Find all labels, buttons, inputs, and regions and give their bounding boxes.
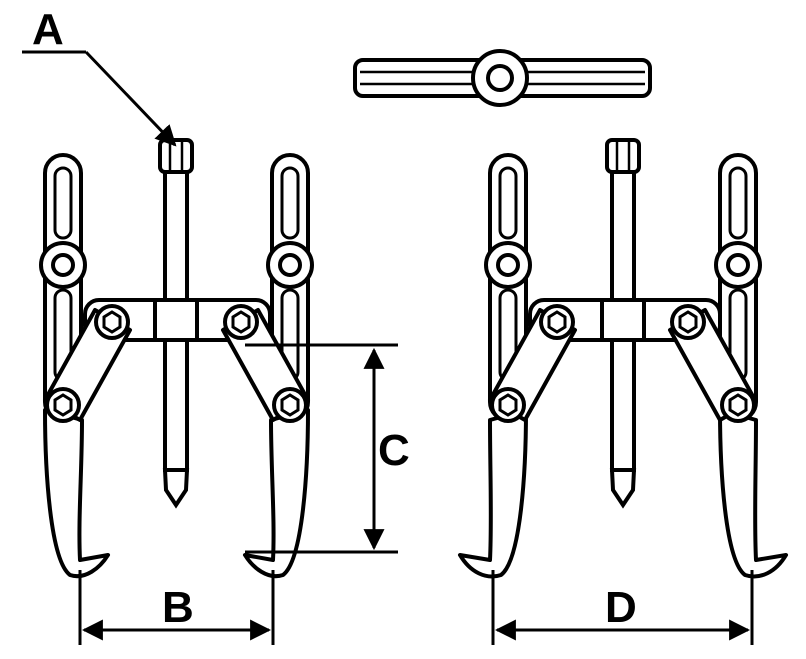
label-c: C — [378, 426, 410, 475]
left-arm-inner — [243, 153, 314, 579]
link-right — [221, 304, 310, 423]
dimension-c: C — [245, 343, 410, 554]
label-b: B — [162, 583, 194, 632]
puller-right — [458, 138, 788, 579]
link-right — [668, 304, 757, 423]
link-left — [488, 304, 577, 423]
dimension-d: D — [491, 570, 754, 645]
center-screw — [600, 138, 646, 509]
label-a: A — [32, 5, 64, 54]
center-screw — [153, 138, 199, 509]
link-left — [43, 304, 132, 423]
puller-left — [39, 138, 314, 579]
dimension-b: B — [78, 570, 275, 645]
callout-a: A — [22, 5, 177, 147]
t-handle-illustration — [353, 49, 652, 107]
label-d: D — [605, 583, 637, 632]
